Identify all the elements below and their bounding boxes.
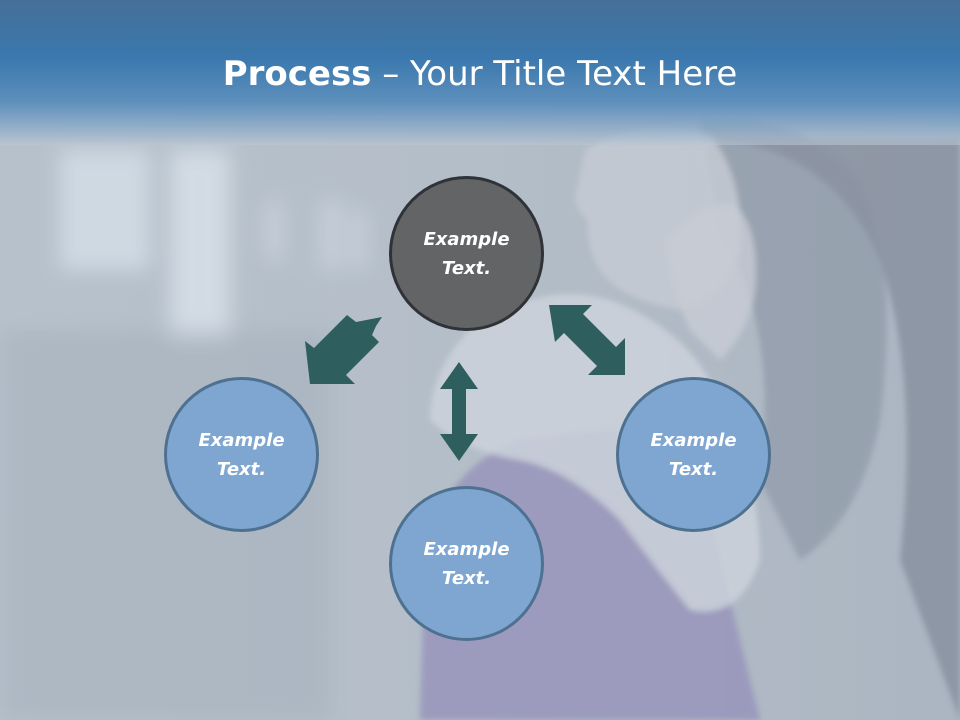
double-arrow-right-icon [549, 305, 625, 375]
node-label: Example Text. [423, 228, 510, 279]
process-node-center: Example Text. [389, 176, 544, 331]
node-label: Example Text. [650, 429, 737, 480]
double-arrow-left-icon [305, 315, 382, 384]
double-arrow-down-icon [440, 362, 478, 461]
process-node-right: Example Text. [616, 377, 771, 532]
process-node-bottom: Example Text. [389, 486, 544, 641]
title-bold: Process [222, 54, 372, 94]
node-label: Example Text. [198, 429, 285, 480]
process-node-left: Example Text. [164, 377, 319, 532]
title-band [0, 0, 960, 145]
slide-title: Process – Your Title Text Here [0, 52, 960, 96]
node-label: Example Text. [423, 538, 510, 589]
title-rest: – Your Title Text Here [371, 54, 738, 94]
